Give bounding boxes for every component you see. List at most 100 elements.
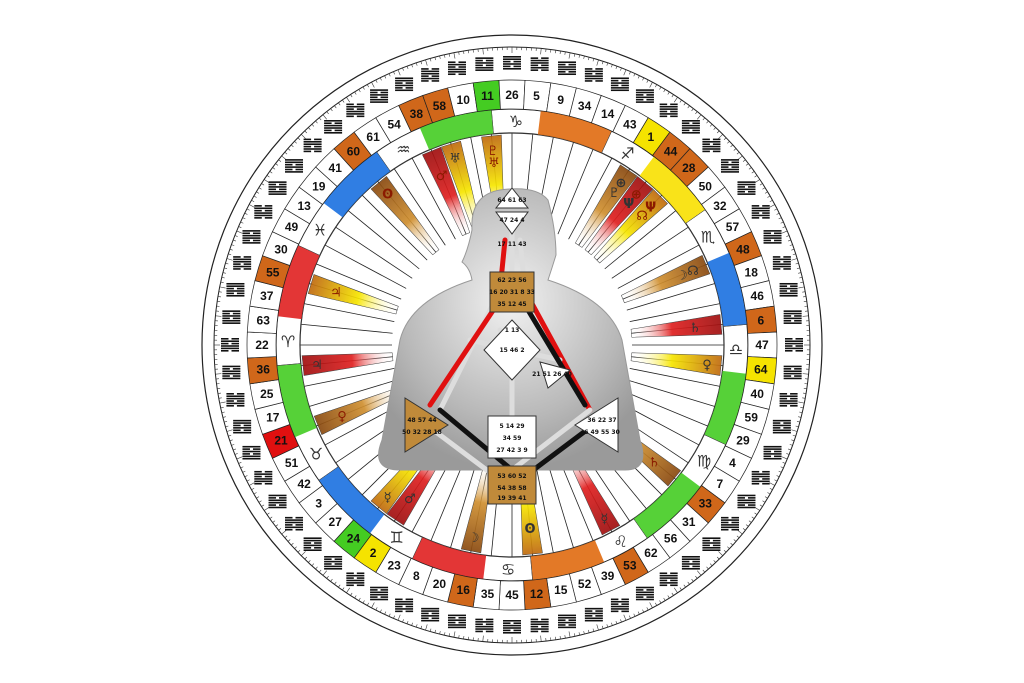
gate-number: 24 (347, 531, 361, 545)
tick-mark (754, 175, 758, 178)
tick-mark (774, 208, 778, 211)
hexagram-icon (242, 445, 261, 460)
tick-mark (718, 134, 723, 139)
tick-mark (242, 217, 246, 220)
sacral-gates-mid: 34 59 (503, 435, 522, 442)
gate-number: 12 (530, 587, 544, 601)
tick-mark (564, 635, 566, 639)
tick-mark (266, 175, 270, 178)
planet-glyph: ⊕ (615, 176, 626, 191)
spoke-line (300, 323, 393, 334)
gate-number: 39 (601, 569, 615, 583)
planet-glyph: ♄ (648, 456, 660, 471)
hexagram-ring (221, 56, 803, 634)
hexagram-icon (303, 537, 322, 552)
activation-beam (575, 164, 638, 248)
gate-number: 15 (554, 583, 568, 597)
hexagram-icon (324, 555, 343, 570)
tick-mark (244, 212, 248, 215)
tick-mark (301, 134, 306, 139)
gate-number: 47 (755, 338, 769, 352)
tick-mark (713, 127, 716, 130)
spoke-line (303, 303, 395, 322)
tick-mark (244, 475, 248, 478)
gate-number: 55 (266, 265, 280, 279)
tick-mark (781, 456, 788, 460)
hexagram-icon (659, 572, 678, 587)
tick-mark (778, 470, 782, 473)
tick-mark (350, 592, 353, 596)
tick-mark (221, 411, 225, 413)
ajna-gates-lower: 17 11 43 (497, 241, 526, 248)
planet-glyph: ☽ (468, 531, 480, 546)
tick-mark (228, 434, 232, 437)
tick-mark (789, 244, 793, 246)
tick-mark (425, 624, 428, 631)
channel-line (527, 297, 593, 413)
gate-number: 40 (751, 387, 765, 401)
spoke-line (626, 283, 715, 311)
tick-mark (294, 141, 297, 144)
tick-mark (402, 67, 404, 71)
throat-center (489, 271, 535, 313)
tick-mark (764, 191, 768, 194)
gate-number: 5 (533, 89, 540, 103)
tick-mark (256, 191, 260, 194)
gate-number: 3 (315, 497, 322, 511)
tick-mark (304, 130, 308, 134)
tick-mark (769, 204, 775, 208)
tick-mark (264, 179, 270, 184)
gate-number: 57 (726, 220, 740, 234)
tick-mark (236, 230, 243, 234)
hexagram-icon (530, 618, 549, 633)
tick-mark (754, 179, 760, 184)
tick-mark (315, 120, 318, 124)
tick-mark (269, 171, 273, 174)
tick-mark (290, 542, 294, 546)
zodiac-segment (633, 472, 701, 539)
zodiac-segment (704, 370, 747, 445)
hexagram-icon (226, 282, 245, 297)
tick-mark (673, 587, 678, 593)
planet-glyph: ♅ (488, 156, 500, 171)
hexagram-icon (783, 310, 802, 324)
root-gates-mid: 54 38 58 (497, 485, 526, 492)
tick-mark (232, 448, 237, 451)
spoke-line (309, 379, 398, 407)
tick-mark (736, 535, 740, 539)
tick-mark (272, 520, 276, 523)
spoke-line (629, 368, 721, 387)
hexagram-icon (772, 256, 791, 270)
tick-mark (420, 61, 423, 65)
tick-mark (458, 635, 460, 639)
tick-mark (633, 613, 636, 617)
planet-glyph: ☿ (600, 512, 608, 527)
hexagram-icon (720, 516, 739, 531)
tick-mark (540, 48, 542, 55)
tick-mark (751, 516, 755, 519)
tick-mark (791, 429, 798, 432)
channel-line (437, 407, 515, 473)
hexagram-icon (395, 77, 414, 92)
gate-number: 50 (699, 179, 713, 193)
tick-mark (723, 549, 727, 553)
spoke-line (411, 157, 456, 240)
tick-mark (434, 629, 436, 633)
zodiac-segment (412, 537, 487, 580)
tick-mark (748, 520, 752, 523)
tick-mark (583, 55, 585, 59)
hexagram-icon (233, 419, 252, 434)
gate-number: 13 (297, 199, 311, 213)
tick-mark (759, 504, 763, 507)
tick-mark (769, 488, 773, 491)
tick-mark (278, 528, 282, 531)
spoke-line (629, 303, 721, 322)
tick-mark (232, 239, 237, 242)
tick-mark (275, 524, 279, 527)
hexagram-icon (268, 494, 287, 509)
ajna-center (495, 211, 529, 235)
tick-mark (745, 163, 749, 166)
gate-number: 32 (713, 199, 727, 213)
hexagram-icon (737, 181, 756, 195)
hexagram-icon (303, 138, 322, 153)
